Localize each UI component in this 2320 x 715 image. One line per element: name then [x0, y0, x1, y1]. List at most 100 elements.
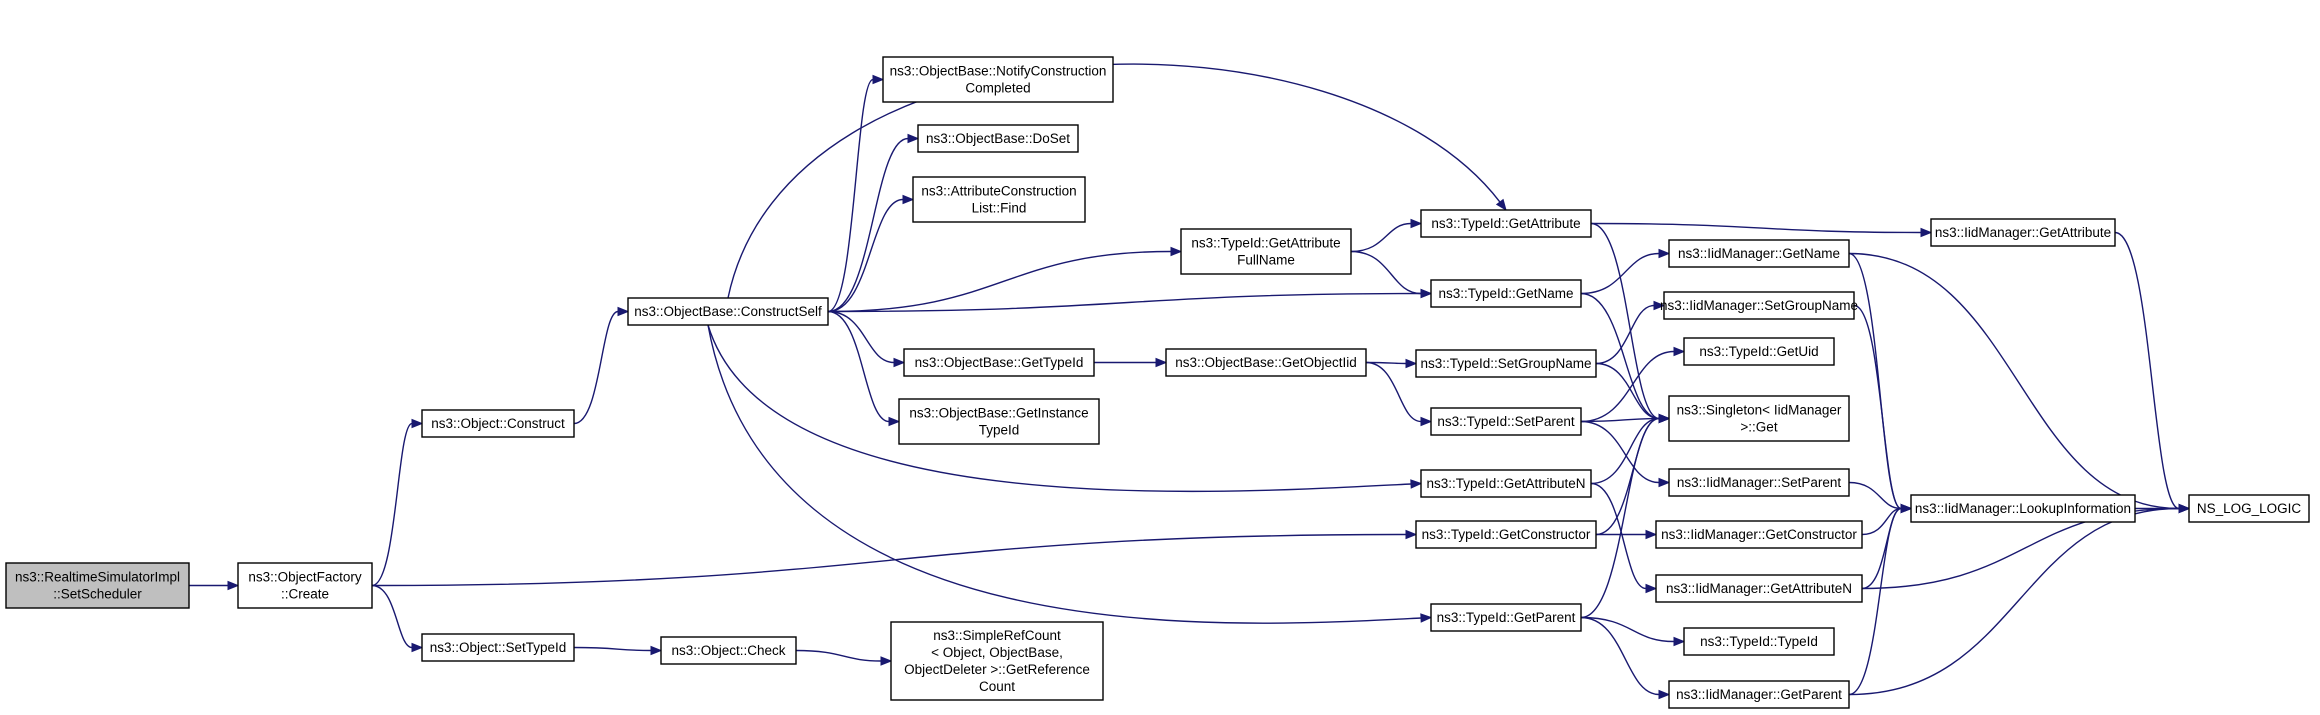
node-tid-getuid[interactable]: ns3::TypeId::GetUid: [1683, 337, 1835, 366]
node-object-settypeid[interactable]: ns3::Object::SetTypeId: [421, 633, 575, 662]
node-label: ObjectDeleter >::GetReference: [904, 662, 1090, 677]
node-box: [237, 562, 373, 609]
edge-line: [795, 649, 882, 662]
edge-line: [1580, 616, 1660, 696]
node-tid-setgroupname[interactable]: ns3::TypeId::SetGroupName: [1415, 349, 1597, 378]
node-object-construct[interactable]: ns3::Object::Construct: [421, 409, 575, 438]
call-edge-ob_getobjectiid-to-tid_setparent: [1365, 361, 1433, 427]
node-simplerefcount[interactable]: ns3::SimpleRefCount< Object, ObjectBase,…: [890, 621, 1104, 701]
node-label: ns3::TypeId::GetConstructor: [1422, 527, 1591, 542]
node-label: ns3::SimpleRefCount: [933, 628, 1061, 643]
node-tid-getname[interactable]: ns3::TypeId::GetName: [1430, 279, 1582, 308]
call-edge-constructself-to-notifyconstruction: [827, 74, 885, 313]
node-label: ns3::Object::Check: [671, 643, 785, 658]
node-factory-create[interactable]: ns3::ObjectFactory::Create: [237, 562, 373, 609]
edge-arrowhead: [880, 656, 893, 666]
node-label: ns3::IidManager::SetGroupName: [1660, 298, 1858, 313]
call-edge-constructself-to-tid_getparent: [707, 324, 1433, 624]
node-label: Completed: [965, 81, 1030, 96]
edge-line: [1861, 507, 1902, 536]
node-ob-getobjectiid[interactable]: ns3::ObjectBase::GetObjectIid: [1165, 348, 1367, 377]
call-edge-factory_create-to-object_settypeid: [371, 584, 424, 653]
node-iid-setgroupname[interactable]: ns3::IidManager::SetGroupName: [1660, 291, 1858, 320]
node-tid-setparent[interactable]: ns3::TypeId::SetParent: [1430, 407, 1582, 436]
node-label: ns3::ObjectBase::GetInstance: [909, 406, 1088, 421]
call-edge-tid_setparent-to-iid_setparent: [1580, 420, 1671, 488]
call-edge-object_settypeid-to-object_check: [573, 645, 663, 656]
edge-line: [1580, 292, 1660, 420]
node-box: [5, 562, 190, 609]
call-edge-object_check-to-simplerefcount: [795, 649, 893, 666]
node-object-check[interactable]: ns3::Object::Check: [660, 636, 797, 665]
edge-arrowhead: [888, 416, 901, 427]
edge-arrowhead: [1410, 479, 1423, 489]
node-iid-getconstructor[interactable]: ns3::IidManager::GetConstructor: [1655, 520, 1863, 549]
node-label: ns3::IidManager::GetAttribute: [1935, 225, 2111, 240]
call-edge-tid_getconstructor-to-iid_getconstructor: [1596, 529, 1658, 540]
node-tid-getattribute[interactable]: ns3::TypeId::GetAttribute: [1420, 209, 1592, 238]
node-tid-typeid[interactable]: ns3::TypeId::TypeId: [1683, 627, 1835, 656]
node-tid-getattributen[interactable]: ns3::TypeId::GetAttributeN: [1420, 469, 1592, 498]
node-box: [917, 124, 1079, 153]
edge-arrowhead: [1658, 248, 1671, 259]
call-edge-iid_lookupinformation-to-ns_log_logic: [2134, 503, 2191, 514]
call-edge-setscheduler-to-factory_create: [189, 580, 240, 591]
edge-line: [1350, 250, 1422, 295]
node-box: [1415, 349, 1597, 378]
node-label: ::SetScheduler: [53, 587, 142, 602]
node-iid-getattribute[interactable]: ns3::IidManager::GetAttribute: [1930, 218, 2116, 247]
edge-line: [1853, 304, 1902, 510]
node-iid-getattributen[interactable]: ns3::IidManager::GetAttributeN: [1655, 574, 1863, 603]
node-ns-log-logic[interactable]: NS_LOG_LOGIC: [2188, 494, 2310, 523]
call-edge-factory_create-to-object_construct: [371, 418, 424, 587]
node-label: ns3::TypeId::GetUid: [1699, 344, 1818, 359]
edge-arrowhead: [411, 642, 424, 653]
node-ob-gettypeid[interactable]: ns3::ObjectBase::GetTypeId: [903, 348, 1095, 377]
node-setscheduler[interactable]: ns3::RealtimeSimulatorImpl::SetScheduler: [5, 562, 190, 609]
node-label: ns3::TypeId::TypeId: [1700, 634, 1818, 649]
node-tid-getconstructor[interactable]: ns3::TypeId::GetConstructor: [1415, 520, 1597, 549]
node-box: [421, 633, 575, 662]
node-tid-getparent[interactable]: ns3::TypeId::GetParent: [1430, 603, 1582, 632]
node-iid-getparent[interactable]: ns3::IidManager::GetParent: [1668, 680, 1850, 709]
edge-line: [827, 310, 890, 423]
edge-arrowhead: [1645, 583, 1658, 594]
node-doset[interactable]: ns3::ObjectBase::DoSet: [917, 124, 1079, 153]
call-edge-constructself-to-tid_getattrfullname: [827, 246, 1183, 313]
node-notifyconstruction[interactable]: ns3::ObjectBase::NotifyConstructionCompl…: [882, 56, 1114, 103]
node-label: ns3::Singleton< IidManager: [1677, 403, 1842, 418]
edge-arrowhead: [1170, 246, 1183, 257]
node-constructself[interactable]: ns3::ObjectBase::ConstructSelf: [627, 297, 829, 326]
node-label: ns3::Object::SetTypeId: [430, 640, 567, 655]
edge-arrowhead: [1645, 529, 1658, 540]
node-label: Count: [979, 679, 1015, 694]
edge-line: [827, 292, 1422, 313]
node-iid-setparent[interactable]: ns3::IidManager::SetParent: [1668, 468, 1850, 497]
edge-line: [1595, 362, 1660, 420]
edge-arrowhead: [872, 74, 885, 85]
node-label: ns3::ObjectBase::NotifyConstruction: [890, 64, 1107, 79]
node-box: [1668, 239, 1850, 268]
node-box: [1430, 407, 1582, 436]
edge-line: [1848, 252, 2180, 510]
edge-arrowhead: [1920, 227, 1933, 238]
node-iid-getname[interactable]: ns3::IidManager::GetName: [1668, 239, 1850, 268]
call-edge-tid_getattrfullname-to-tid_getname: [1350, 250, 1433, 299]
node-box: [903, 348, 1095, 377]
node-box: [1668, 468, 1850, 497]
edge-line: [707, 324, 1412, 493]
node-singleton-get[interactable]: ns3::Singleton< IidManager>::Get: [1668, 395, 1850, 442]
edge-line: [1590, 222, 1922, 234]
node-iid-lookupinformation[interactable]: ns3::IidManager::LookupInformation: [1910, 494, 2136, 523]
call-edge-tid_getattribute-to-iid_getattribute: [1590, 222, 1933, 238]
node-box: [898, 398, 1100, 445]
edge-line: [573, 646, 652, 652]
node-label: ns3::IidManager::SetParent: [1677, 475, 1842, 490]
edge-line: [827, 310, 895, 364]
edge-line: [1848, 507, 1902, 696]
edge-arrowhead: [1673, 346, 1686, 357]
